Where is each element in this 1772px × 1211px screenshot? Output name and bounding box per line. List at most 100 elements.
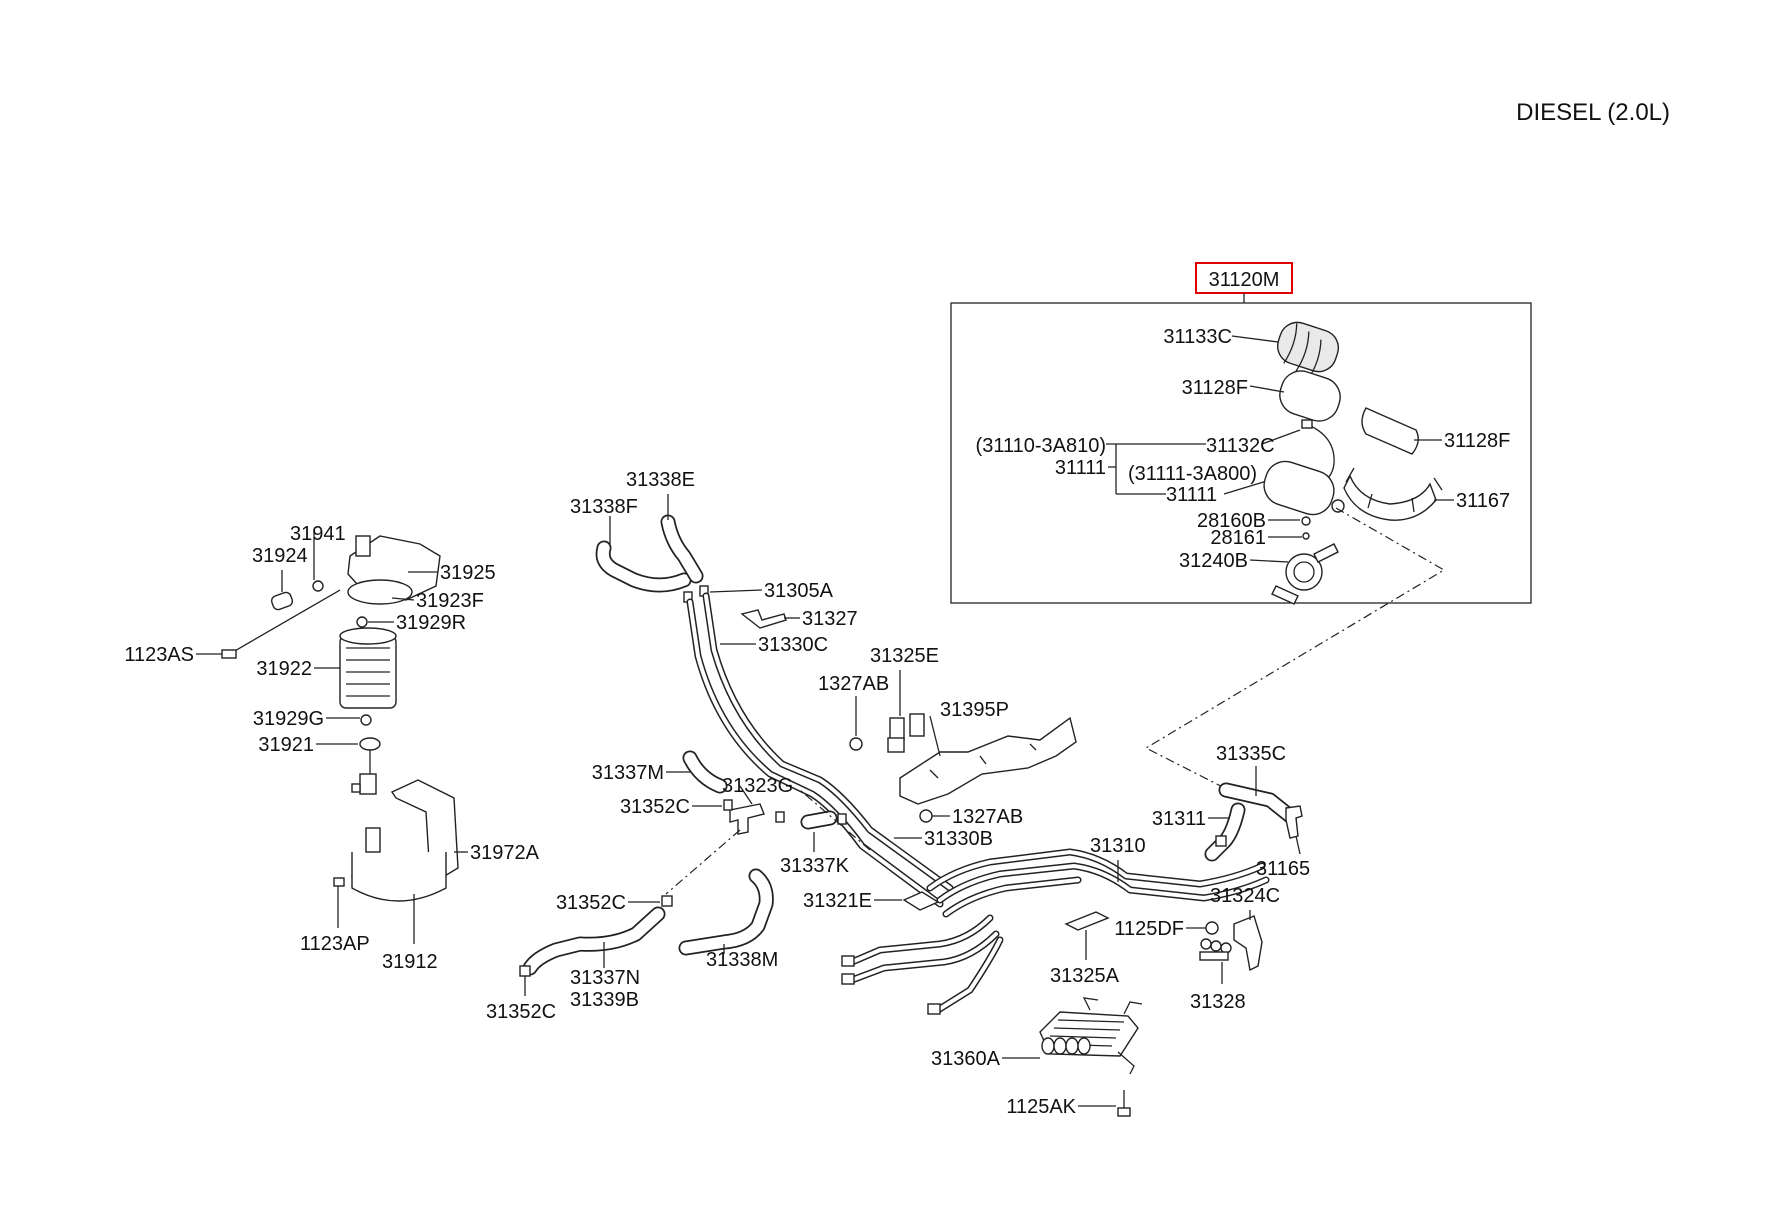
label-31925[interactable]: 31925 bbox=[440, 562, 496, 584]
label-31924[interactable]: 31924 bbox=[252, 545, 308, 567]
label-31310[interactable]: 31310 bbox=[1090, 835, 1146, 857]
fuel-filter-cartridge-part bbox=[339, 627, 397, 709]
hose-clamp-b bbox=[775, 811, 785, 823]
label-31395P[interactable]: 31395P bbox=[940, 699, 1009, 721]
label-31929R[interactable]: 31929R bbox=[396, 612, 466, 634]
band-clamp-body bbox=[351, 852, 447, 902]
heat-shield-part bbox=[899, 716, 1077, 805]
label-31352C-lower[interactable]: 31352C bbox=[486, 1001, 556, 1023]
label-31305A[interactable]: 31305A bbox=[764, 580, 834, 602]
band-clamp-tab bbox=[365, 827, 381, 853]
label-31337N[interactable]: 31337N bbox=[570, 967, 640, 989]
half-shell-part bbox=[1361, 407, 1419, 455]
pipe-clip-part bbox=[740, 609, 787, 629]
label-31110-3A810[interactable]: (31110-3A810) bbox=[976, 435, 1106, 457]
filter-bracket-group bbox=[351, 779, 459, 902]
label-31330B[interactable]: 31330B bbox=[924, 828, 993, 850]
label-31323G[interactable]: 31323G bbox=[722, 775, 793, 797]
nut-1327AB-lower bbox=[919, 809, 933, 823]
label-31311[interactable]: 31311 bbox=[1152, 808, 1206, 830]
label-31338E[interactable]: 31338E bbox=[626, 469, 695, 491]
label-31912[interactable]: 31912 bbox=[382, 951, 438, 973]
bracket-31324C bbox=[1233, 915, 1263, 972]
label-28160B[interactable]: 28160B bbox=[1197, 510, 1266, 532]
bolt-part bbox=[221, 649, 237, 659]
label-31132C[interactable]: 31132C bbox=[1206, 435, 1275, 457]
label-1123AP[interactable]: 1123AP bbox=[300, 933, 370, 955]
label-31929G[interactable]: 31929G bbox=[253, 708, 324, 730]
label-31327[interactable]: 31327 bbox=[802, 608, 858, 630]
label-31330C[interactable]: 31330C bbox=[758, 634, 828, 656]
hose-clamp-c bbox=[837, 813, 847, 825]
o-ring-upper bbox=[356, 616, 368, 628]
label-1327AB-lower[interactable]: 1327AB bbox=[952, 806, 1023, 828]
washer-part bbox=[1302, 532, 1310, 540]
label-31111-lower[interactable]: 31111 bbox=[1166, 484, 1217, 506]
filter-head-valve bbox=[355, 535, 371, 557]
label-31339B[interactable]: 31339B bbox=[570, 989, 639, 1011]
diagram-title: DIESEL (2.0L) bbox=[1516, 99, 1670, 126]
label-31972A[interactable]: 31972A bbox=[470, 842, 540, 864]
label-31133C[interactable]: 31133C bbox=[1163, 326, 1232, 348]
label-1125AK[interactable]: 1125AK bbox=[1006, 1096, 1076, 1118]
fuel-filter-assembly-group: 31120M 31133C 31128F 31128F 31 bbox=[950, 262, 1532, 605]
bolt-1123AP bbox=[333, 877, 345, 887]
label-31338M[interactable]: 31338M bbox=[706, 949, 778, 971]
label-31338F[interactable]: 31338F bbox=[570, 496, 638, 518]
label-31165[interactable]: 31165 bbox=[1256, 858, 1310, 880]
pipe-end-a bbox=[841, 955, 855, 967]
o-ring-part bbox=[1301, 516, 1311, 526]
filter-cover-part bbox=[1279, 370, 1341, 422]
label-31941[interactable]: 31941 bbox=[290, 523, 346, 545]
label-31321E[interactable]: 31321E bbox=[803, 890, 872, 912]
fuel-filter-element-part bbox=[1263, 460, 1345, 516]
label-1125DF[interactable]: 1125DF bbox=[1114, 918, 1184, 940]
label-31167[interactable]: 31167 bbox=[1456, 490, 1510, 512]
pipe-end-c bbox=[927, 1003, 941, 1015]
label-31128F-left[interactable]: 31128F bbox=[1182, 377, 1248, 399]
seal-ring-part bbox=[312, 580, 324, 592]
label-31352C-middle[interactable]: 31352C bbox=[556, 892, 626, 914]
reference-line bbox=[1144, 507, 1446, 805]
label-31111-3A800[interactable]: (31111-3A800) bbox=[1128, 463, 1257, 485]
label-31328[interactable]: 31328 bbox=[1190, 991, 1246, 1013]
hose-clamp-a bbox=[723, 799, 733, 811]
clip-set-31328 bbox=[1199, 938, 1232, 961]
label-31360A[interactable]: 31360A bbox=[931, 1048, 1001, 1070]
label-1123AS[interactable]: 1123AS bbox=[124, 644, 194, 666]
canister-31360A bbox=[1039, 997, 1143, 1075]
label-31337M[interactable]: 31337M bbox=[592, 762, 664, 784]
label-31335C[interactable]: 31335C bbox=[1216, 743, 1286, 765]
leader-1123AS bbox=[225, 589, 341, 657]
mounting-clamp-part bbox=[1343, 467, 1443, 521]
hose-clamp-31311 bbox=[1215, 835, 1227, 847]
label-31128F-right[interactable]: 31128F bbox=[1444, 430, 1510, 452]
reference-line-center bbox=[665, 789, 871, 895]
bolt-1125DF bbox=[1205, 921, 1219, 935]
nut-1327AB-upper bbox=[849, 737, 863, 751]
tee-fitting-part bbox=[729, 803, 765, 835]
tee-fitting-31165 bbox=[1285, 805, 1303, 839]
label-31111-upper[interactable]: 31111 bbox=[1055, 457, 1106, 479]
pipe-end-b bbox=[841, 973, 855, 985]
o-ring-lower bbox=[360, 714, 372, 726]
label-1327AB-upper[interactable]: 1327AB bbox=[818, 673, 889, 695]
label-31337K[interactable]: 31337K bbox=[780, 855, 850, 877]
label-31324C[interactable]: 31324C bbox=[1210, 885, 1280, 907]
bolt-1125AK bbox=[1117, 1090, 1131, 1117]
label-31325A[interactable]: 31325A bbox=[1050, 965, 1120, 987]
assembly-part-number[interactable]: 31120M bbox=[1209, 269, 1280, 291]
label-31921[interactable]: 31921 bbox=[258, 734, 314, 756]
label-28161[interactable]: 28161 bbox=[1210, 527, 1266, 549]
label-31923F[interactable]: 31923F bbox=[416, 590, 484, 612]
label-31352C-upper[interactable]: 31352C bbox=[620, 796, 690, 818]
label-31240B[interactable]: 31240B bbox=[1179, 550, 1248, 572]
pipe-clamp-31325A bbox=[1064, 911, 1110, 931]
pipe-clamp-31325E bbox=[887, 713, 925, 753]
label-31325E[interactable]: 31325E bbox=[870, 645, 939, 667]
hose-clamp-lower bbox=[519, 965, 531, 977]
insulator-sleeve-part bbox=[1276, 321, 1340, 380]
filter-head-base bbox=[347, 579, 413, 605]
label-31922[interactable]: 31922 bbox=[256, 658, 312, 680]
